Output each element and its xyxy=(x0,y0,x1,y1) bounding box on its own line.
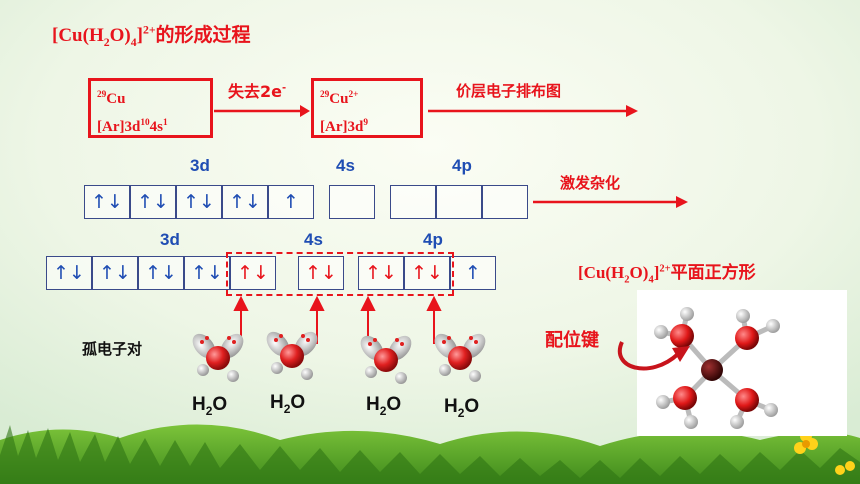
coordinate-bond-label: 配位键 xyxy=(545,330,599,351)
water-label-4: H2O xyxy=(444,396,480,420)
row2-4s-orbital: ↑↓ xyxy=(298,256,344,290)
row2-label-3d: 3d xyxy=(160,230,180,249)
row1-4p-orbital-2 xyxy=(436,185,482,219)
lose-electrons-label: 失去2e- xyxy=(228,82,287,101)
water-label-2: H2O xyxy=(270,392,306,416)
coordination-arrows xyxy=(233,296,442,344)
row2-label-4p: 4p xyxy=(423,230,443,249)
water-label-3: H2O xyxy=(366,394,402,418)
page-title: [Cu(H2O)4]2+的形成过程 xyxy=(52,23,251,49)
water-molecule-3 xyxy=(360,335,412,384)
row1-3d-orbital-2: ↑↓ xyxy=(130,185,176,219)
dsp2-hybrid-box xyxy=(226,252,454,296)
row1-3d-orbital-4: ↑↓ xyxy=(222,185,268,219)
arrow-hybridization xyxy=(533,196,688,208)
flower-icon xyxy=(794,430,855,475)
row1-3d-orbital-1: ↑↓ xyxy=(84,185,130,219)
complex-model-panel xyxy=(637,290,847,436)
coordinate-bond-arrow xyxy=(617,341,690,371)
row2-3d-orbital-1: ↑↓ xyxy=(46,256,92,290)
row1-4p-orbital-3 xyxy=(482,185,528,219)
row2-4p-orbital-3: ↑ xyxy=(450,256,496,290)
hybridization-label: 激发杂化 xyxy=(560,174,621,192)
row2-3d-orbital-4: ↑↓ xyxy=(184,256,230,290)
water-molecule-4 xyxy=(434,333,486,382)
row2-4p-orbital-1: ↑↓ xyxy=(358,256,404,290)
square-planar-model xyxy=(654,307,780,429)
arrow-orbital-diagram xyxy=(428,105,638,117)
orbital-diagram-label: 价层电子排布图 xyxy=(456,82,562,100)
water-molecules xyxy=(192,331,486,384)
row1-3d-orbital-3: ↑↓ xyxy=(176,185,222,219)
row1-4p-orbital-1 xyxy=(390,185,436,219)
row2-4p-orbital-2: ↑↓ xyxy=(404,256,450,290)
geometry-label: [Cu(H2O)4]2+平面正方形 xyxy=(578,263,756,286)
row2-3d-orbital-5: ↑↓ xyxy=(230,256,276,290)
row1-label-4s: 4s xyxy=(336,156,355,175)
row1-4s-orbital xyxy=(329,185,375,219)
water-molecule-1 xyxy=(192,333,244,382)
lone-pair-label: 孤电子对 xyxy=(82,340,143,358)
cu-config-box: 29Cu [Ar]3d104s1 xyxy=(88,78,213,138)
row1-label-3d: 3d xyxy=(190,156,210,175)
water-molecule-2 xyxy=(266,331,318,380)
water-label-1: H2O xyxy=(192,394,228,418)
arrow-lose-electrons xyxy=(214,105,310,117)
row2-3d-orbital-3: ↑↓ xyxy=(138,256,184,290)
row1-3d-orbital-5: ↑ xyxy=(268,185,314,219)
row2-3d-orbital-2: ↑↓ xyxy=(92,256,138,290)
row1-label-4p: 4p xyxy=(452,156,472,175)
row2-label-4s: 4s xyxy=(304,230,323,249)
cu2-config-box: 29Cu2+ [Ar]3d9 xyxy=(311,78,423,138)
